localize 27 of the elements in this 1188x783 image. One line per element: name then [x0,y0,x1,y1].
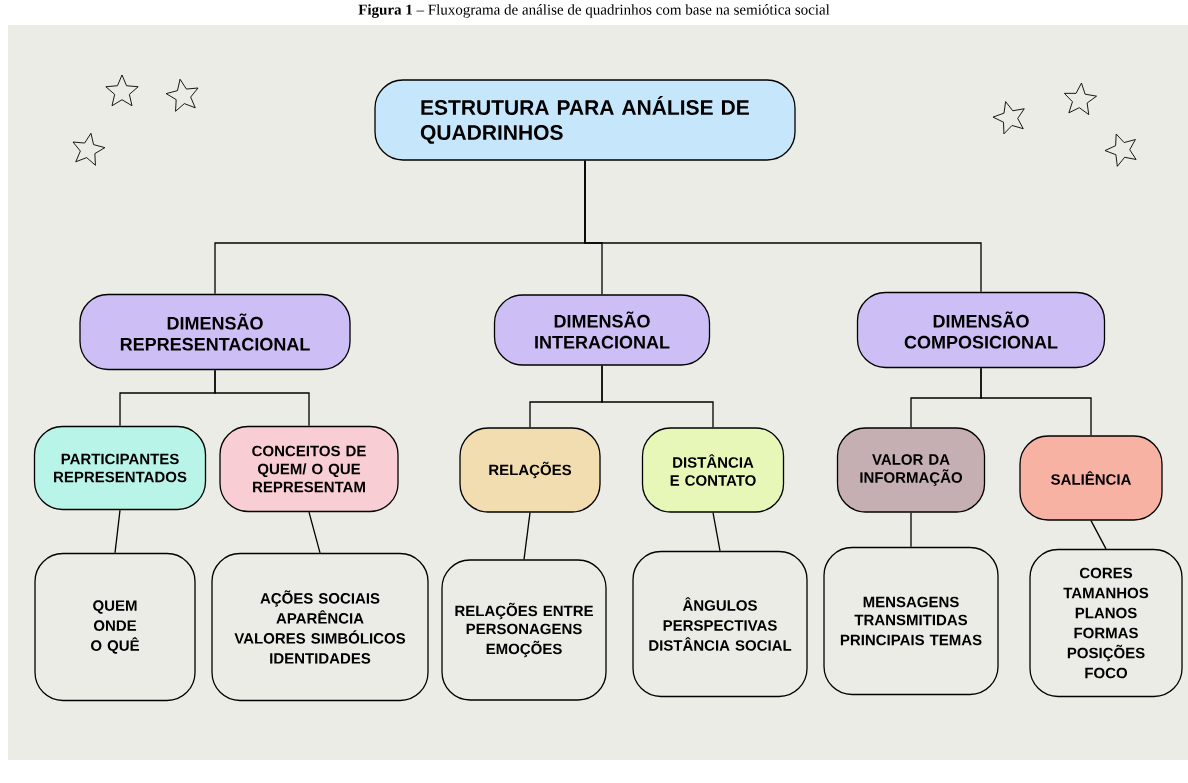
category-box: SALIÊNCIA [1019,435,1163,521]
list-box: AÇÕES SOCIAIS APARÊNCIA VALORES SIMBÓLICOS IDENTIDADES [211,552,429,702]
connector-line [1090,520,1107,550]
list-box: QUEM ONDE O QUÊ [34,552,196,702]
connector-line [584,160,982,293]
list-box: CORES TAMANHOS PLANOS FORMAS POSIÇÕES FOCO [1029,548,1183,698]
title-box: ESTRUTURA PARA ANÁLISE DE QUADRINHOS [374,79,796,161]
connector-line [114,509,121,554]
list-box: MENSAGENS TRANSMITIDAS PRINCIPAIS TEMAS [823,546,999,696]
connector-line [910,512,912,548]
connector-line [712,512,721,552]
connector-line [523,512,531,560]
list-box: ÂNGULOS PERSPECTIVAS DISTÂNCIA SOCIAL [632,550,808,698]
connector-line [214,369,310,427]
category-box: DISTÂNCIA E CONTATO [641,427,785,513]
connector-line [980,367,1092,436]
dimension-box: DIMENSÃO COMPOSICIONAL [856,291,1106,369]
figure-title: Figura 1 – Fluxograma de análise de quadrinhos com base na semiótica social [358,4,830,18]
dimension-box: DIMENSÃO INTERACIONAL [493,294,711,366]
dimension-box: DIMENSÃO REPRESENTACIONAL [79,293,351,371]
category-box: PARTICIPANTES REPRESENTADOS [33,425,207,511]
category-box: CONCEITOS DE QUEM/ O QUE REPRESENTAM [219,425,399,513]
connector-line [601,365,714,428]
list-box: RELAÇÕES ENTRE PERSONAGENS EMOÇÕES [441,559,607,701]
connector-line [308,511,321,554]
category-box: VALOR DA INFORMAÇÃO [836,427,986,513]
category-box: RELAÇÕES [459,427,601,513]
